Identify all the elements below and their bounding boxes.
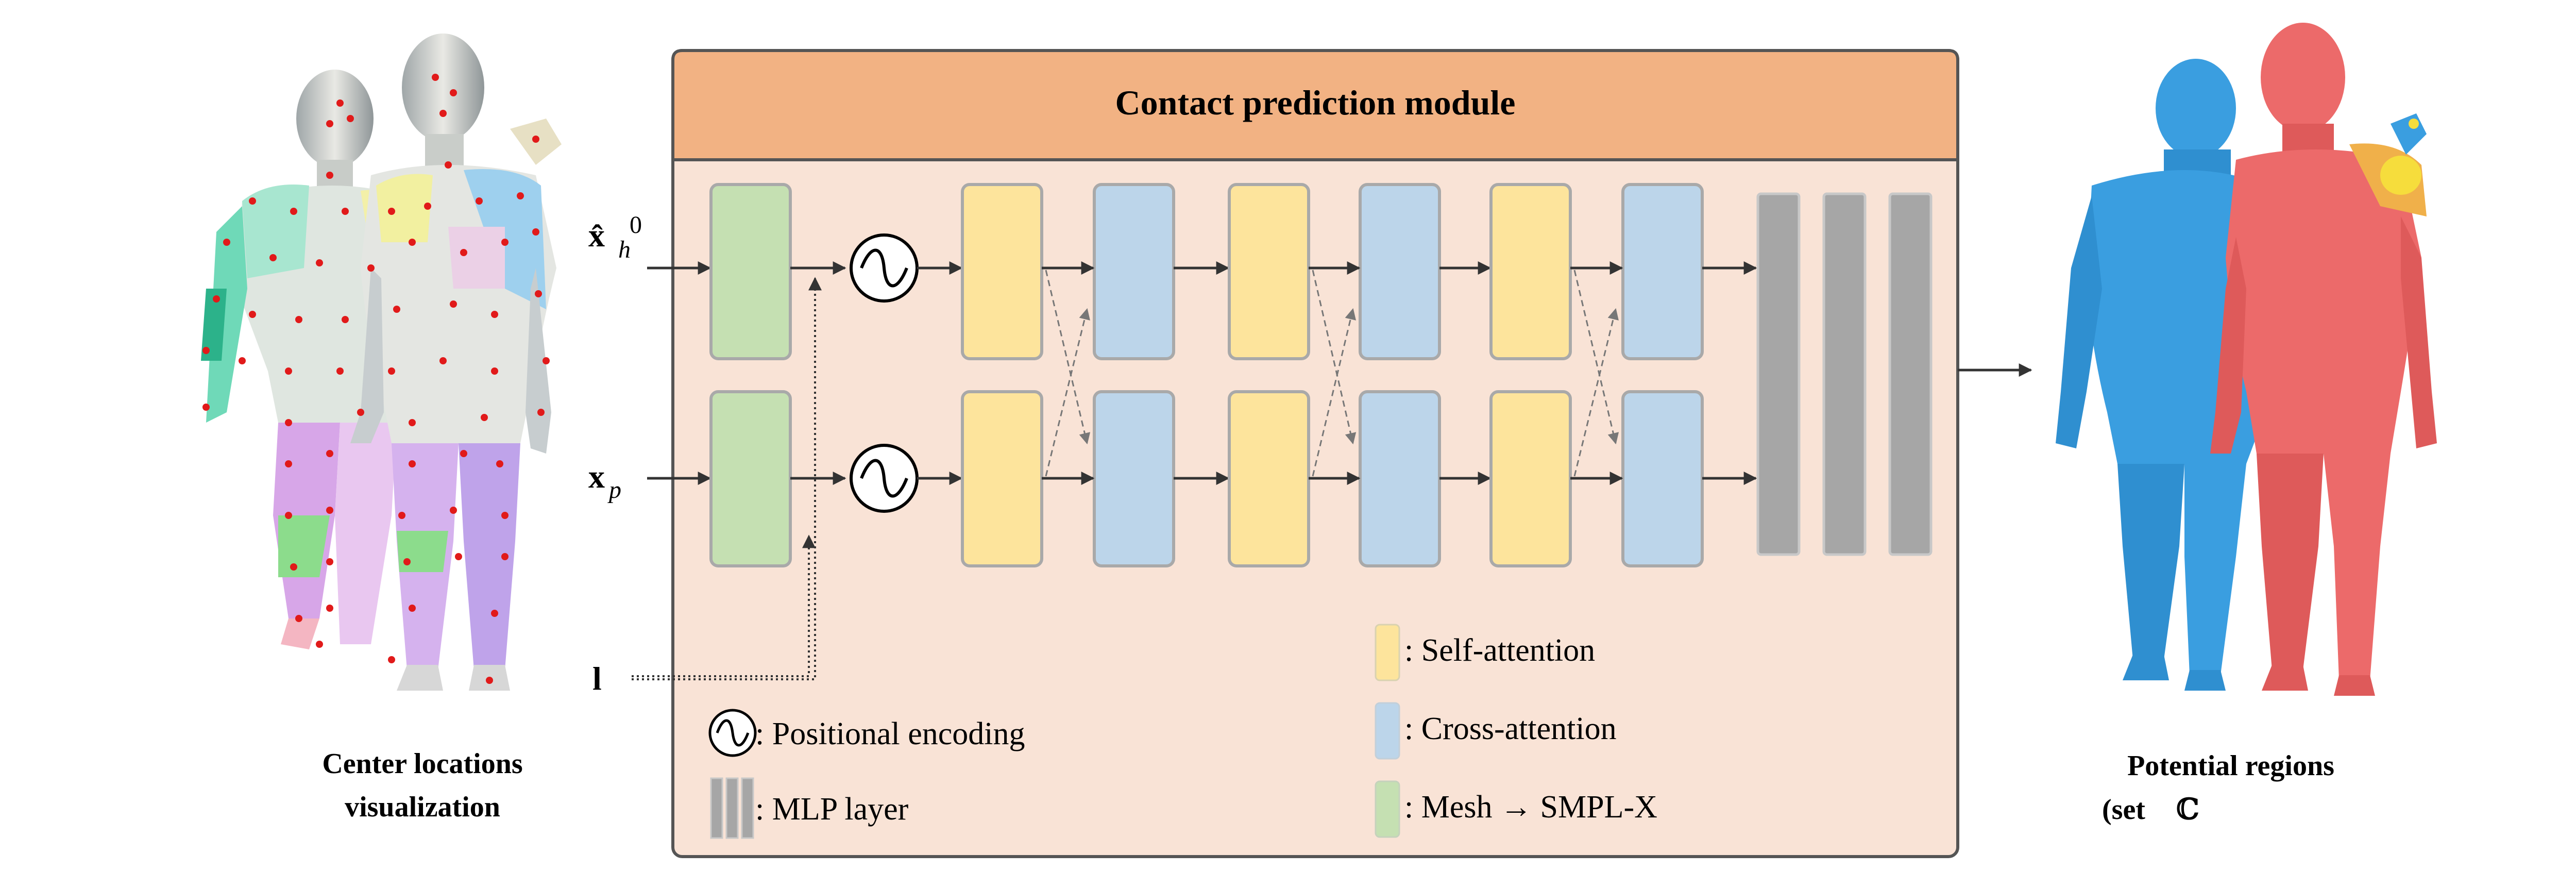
legend-self-attention-label: : Self-attention — [1404, 633, 1595, 668]
legend-mlp-layer-label: : MLP layer — [755, 792, 909, 827]
input-xp: x p — [588, 458, 621, 504]
legend-cross-attention-label: : Cross-attention — [1404, 711, 1617, 746]
legend-mesh-smplx: : Mesh → SMPL-X — [1375, 780, 1657, 838]
cross-attention-block — [1621, 183, 1704, 360]
positional-encoding-icon-top — [850, 233, 919, 303]
legend-cross-attention: : Cross-attention — [1375, 702, 1617, 760]
input-xh0-subscript: h — [618, 236, 631, 263]
input-l-symbol: l — [592, 660, 602, 697]
cross-attention-block — [1093, 183, 1175, 360]
mlp-layer-1 — [1756, 192, 1801, 556]
positional-encoding-icon-bottom — [850, 444, 919, 513]
right-caption-line-1: Potential regions — [2127, 750, 2334, 782]
right-caption: Potential regions (set ℂ — [2076, 744, 2385, 831]
center-points — [202, 74, 550, 684]
left-caption-line-2: visualization — [345, 791, 500, 823]
input-xp-symbol: x — [588, 458, 605, 495]
red-human-mesh — [2210, 23, 2437, 696]
cross-attention-block — [1359, 390, 1441, 567]
input-l: l — [592, 660, 602, 697]
attention-stage-3 — [1489, 183, 1704, 567]
self-attention-block — [961, 183, 1043, 360]
self-attention-block — [961, 390, 1043, 567]
legend-mlp-layer: : MLP layer — [710, 777, 909, 839]
set-symbol-icon: ℂ — [2176, 792, 2199, 826]
cross-attention-block — [1093, 390, 1175, 567]
legend-mesh-smplx-label: : Mesh → SMPL-X — [1404, 790, 1657, 825]
self-attention-block — [1228, 183, 1310, 360]
self-attention-block — [1489, 390, 1572, 567]
left-caption: Center locations visualization — [268, 742, 577, 829]
legend: : Positional encoding : MLP layer : Self… — [708, 624, 1657, 839]
center-locations-visualization — [201, 34, 562, 691]
mesh-smplx-block-bottom — [709, 390, 792, 567]
input-xh0-symbol: x̂ — [588, 217, 605, 254]
legend-positional-encoding-label: : Positional encoding — [755, 716, 1025, 751]
mesh-smplx-block-top — [709, 183, 792, 360]
contact-region-shoulder — [2380, 156, 2421, 195]
self-attention-block — [1489, 183, 1572, 360]
cross-attention-block — [1621, 390, 1704, 567]
left-caption-line-1: Center locations — [322, 748, 523, 780]
module-title: Contact prediction module — [1115, 83, 1516, 122]
input-xh0-superscript: 0 — [630, 211, 642, 239]
input-xh0: x̂ 0 h — [588, 211, 642, 263]
blue-hand — [2391, 113, 2427, 155]
left-human-mesh-2 — [350, 34, 562, 691]
attention-stage-1 — [961, 183, 1175, 567]
legend-self-attention: : Self-attention — [1375, 624, 1595, 681]
mlp-layer-2 — [1822, 192, 1867, 556]
mlp-layer-3 — [1888, 192, 1933, 556]
legend-positional-encoding: : Positional encoding — [708, 709, 1025, 757]
input-xp-subscript: p — [607, 476, 621, 504]
cross-attention-block — [1359, 183, 1441, 360]
right-caption-line-2: (set ℂ — [2076, 788, 2385, 831]
self-attention-block — [1228, 390, 1310, 567]
contact-prediction-module: Contact prediction module — [632, 49, 1959, 858]
mlp-layers — [1756, 192, 1933, 556]
svg-text:x̂: x̂ — [588, 217, 605, 254]
right-caption-set-text: (set — [2102, 794, 2145, 826]
potential-regions-visualization — [2056, 23, 2437, 696]
